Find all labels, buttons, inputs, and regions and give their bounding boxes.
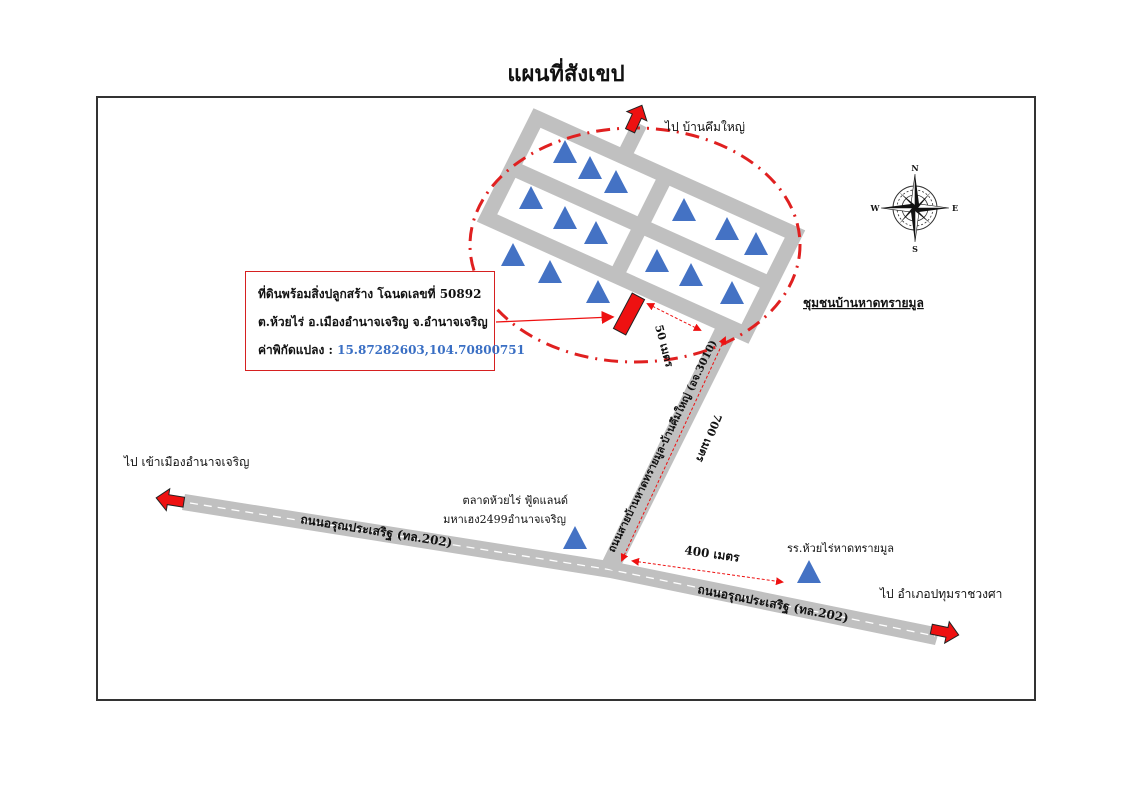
building-marker [519, 186, 543, 209]
label-main-road-east: ถนนอรุณประเสริฐ (ทล.202) [696, 582, 850, 626]
label-dist-400: 400 เมตร [684, 543, 741, 565]
land-plot [612, 292, 646, 336]
map-frame [96, 96, 1036, 701]
school-marker [797, 560, 821, 583]
label-to-khum-yai: ไป บ้านคึมใหญ่ [664, 120, 745, 134]
info-line-1: ที่ดินพร้อมสิ่งปลูกสร้าง โฉนดเลขที่ 5089… [258, 287, 482, 301]
building-marker [720, 281, 744, 304]
building-marker [584, 221, 608, 244]
plot-info-box: ที่ดินพร้อมสิ่งปลูกสร้าง โฉนดเลขที่ 5089… [245, 271, 525, 371]
label-to-city: ไป เข้าเมืองอำนาจเจริญ [123, 455, 249, 469]
building-marker [553, 140, 577, 163]
market-marker [563, 526, 587, 549]
building-marker [578, 156, 602, 179]
page-title: แผนที่สังเขป [507, 61, 625, 87]
building-marker [553, 206, 577, 229]
building-marker [715, 217, 739, 240]
dim-700-line [620, 336, 727, 562]
building-marker [604, 170, 628, 193]
coord-label: ค่าพิกัดแปลง : [258, 343, 338, 357]
arrow-to-khum-yai [624, 104, 648, 134]
building-marker [586, 280, 610, 303]
building-marker [744, 232, 768, 255]
label-community: ชุมชนบ้านหาดทรายมูล [803, 296, 924, 311]
plot-leader-line [495, 310, 615, 324]
compass-w: W [870, 203, 881, 213]
info-line-3: ค่าพิกัดแปลง : 15.87282603,104.70800751 [258, 336, 525, 364]
compass-e: E [952, 203, 958, 213]
building-marker [501, 243, 525, 266]
label-market-1: ตลาดห้วยไร่ ฟู้ดแลนด์ [463, 494, 568, 507]
coord-value: 15.87282603,104.70800751 [337, 343, 525, 357]
village-roads [476, 108, 806, 344]
label-school: รร.ห้วยไร่หาดทรายมูล [787, 542, 894, 555]
label-dist-700: 700 เมตร [693, 412, 724, 464]
label-market-2: มหาเฮง2499อำนาจเจริญ [443, 513, 566, 526]
info-line-2: ต.ห้วยไร่ อ.เมืองอำนาจเจริญ จ.อำนาจเจริญ [258, 315, 488, 329]
label-to-pathum: ไป อำเภอปทุมราชวงศา [879, 587, 1002, 602]
arrow-to-pathum [929, 620, 960, 645]
building-marker [672, 198, 696, 221]
arrow-to-city [155, 487, 186, 512]
compass-s: S [912, 244, 918, 254]
building-markers [501, 140, 821, 583]
compass-rose-icon: N S E W [870, 163, 959, 254]
dim-400-line [631, 557, 784, 586]
building-marker [679, 263, 703, 286]
building-marker [538, 260, 562, 283]
compass-n: N [911, 163, 918, 173]
building-marker [645, 249, 669, 272]
